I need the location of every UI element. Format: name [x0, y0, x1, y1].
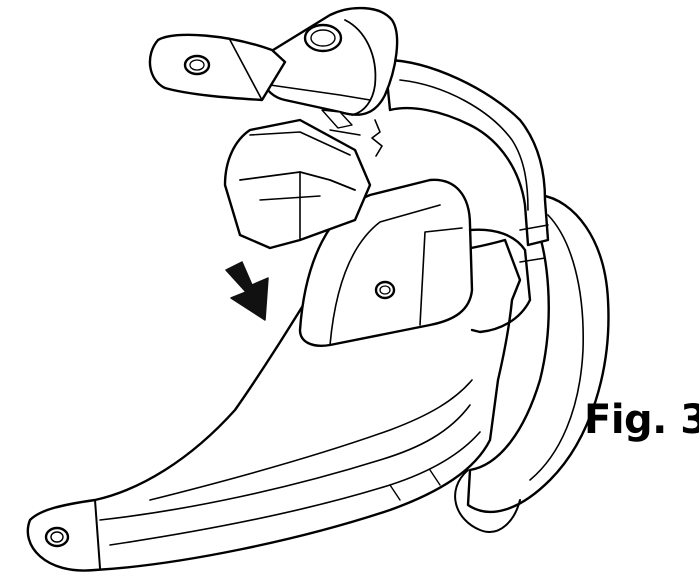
- hinge-detail: [321, 109, 383, 157]
- bottom-mounting-hole: [44, 526, 70, 548]
- rear-flap: [454, 193, 610, 533]
- figure-label: Fig. 3: [584, 397, 699, 443]
- left-bracket-block: [223, 118, 372, 250]
- down-arrow-icon: [225, 261, 269, 321]
- top-left-tab: [148, 33, 287, 102]
- top-shoe: [259, 6, 399, 116]
- right-strut: [383, 58, 550, 263]
